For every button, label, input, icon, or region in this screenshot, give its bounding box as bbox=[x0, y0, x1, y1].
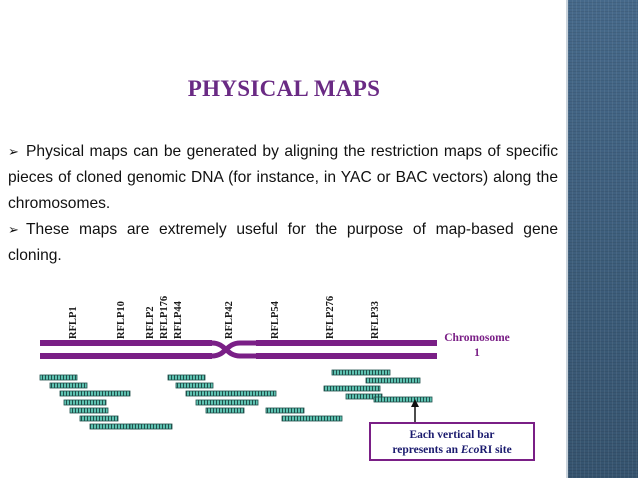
bullet-arrow-icon: ➢ bbox=[8, 222, 19, 237]
marker-label-rflp42: RFLP42 bbox=[224, 301, 235, 339]
body-text: ➢Physical maps can be generated by align… bbox=[8, 139, 558, 269]
chromosome-upper-right bbox=[256, 340, 437, 346]
bullet-1: ➢Physical maps can be generated by align… bbox=[8, 139, 558, 217]
clone-bar bbox=[129, 423, 173, 430]
chromosome-label: Chromosome bbox=[444, 332, 510, 344]
ecori-arrow bbox=[411, 399, 419, 423]
clone-bar bbox=[345, 393, 383, 400]
chromosome-lower-right bbox=[256, 353, 437, 359]
marker-label-rflp1: RFLP1 bbox=[68, 306, 79, 339]
clone-bar bbox=[39, 374, 78, 381]
marker-label-rflp276: RFLP276 bbox=[325, 296, 336, 339]
marker-label-rflp10: RFLP10 bbox=[116, 301, 127, 339]
chromosome-number: 1 bbox=[474, 347, 480, 359]
clone-bar bbox=[79, 415, 119, 422]
bullet-arrow-icon: ➢ bbox=[8, 144, 19, 159]
clone-bar bbox=[49, 382, 88, 389]
decorative-sidebar bbox=[568, 0, 638, 478]
chromosome-upper-left bbox=[40, 340, 212, 346]
clone-bar bbox=[167, 374, 206, 381]
slide-title: PHYSICAL MAPS bbox=[187, 76, 381, 101]
chromosome-lower-left bbox=[40, 353, 212, 359]
marker-label-rflp2: RFLP2 bbox=[145, 306, 156, 339]
clone-bar bbox=[69, 407, 109, 414]
marker-label-rflp44: RFLP44 bbox=[173, 300, 184, 339]
clone-bar bbox=[265, 407, 305, 414]
centromere bbox=[211, 340, 256, 359]
clone-contigs bbox=[39, 369, 433, 430]
chromosome bbox=[40, 340, 437, 359]
bullet-2-text: These maps are extremely useful for the … bbox=[8, 221, 558, 264]
sidebar-edge bbox=[566, 0, 568, 478]
legend-box: Each vertical bar represents an EcoRI si… bbox=[369, 422, 535, 461]
clone-bar bbox=[373, 396, 433, 403]
clone-bar bbox=[195, 399, 259, 406]
clone-bar bbox=[205, 407, 245, 414]
clone-bar bbox=[331, 369, 391, 376]
clone-bar bbox=[59, 390, 131, 397]
clone-bar bbox=[185, 390, 277, 397]
marker-label-rflp176: RFLP176 bbox=[159, 296, 170, 339]
clone-bar bbox=[281, 415, 343, 422]
legend-line-1: Each vertical bar bbox=[410, 429, 495, 441]
clone-bar bbox=[175, 382, 214, 389]
bullet-1-text: Physical maps can be generated by aligni… bbox=[8, 143, 558, 212]
clone-bar bbox=[365, 377, 421, 384]
legend-line-2: represents an EcoRI site bbox=[392, 444, 511, 456]
marker-label-rflp54: RFLP54 bbox=[270, 300, 281, 339]
bullet-2: ➢These maps are extremely useful for the… bbox=[8, 217, 558, 269]
clone-bar bbox=[63, 399, 107, 406]
clone-bar bbox=[323, 385, 381, 392]
marker-label-rflp33: RFLP33 bbox=[370, 301, 381, 339]
